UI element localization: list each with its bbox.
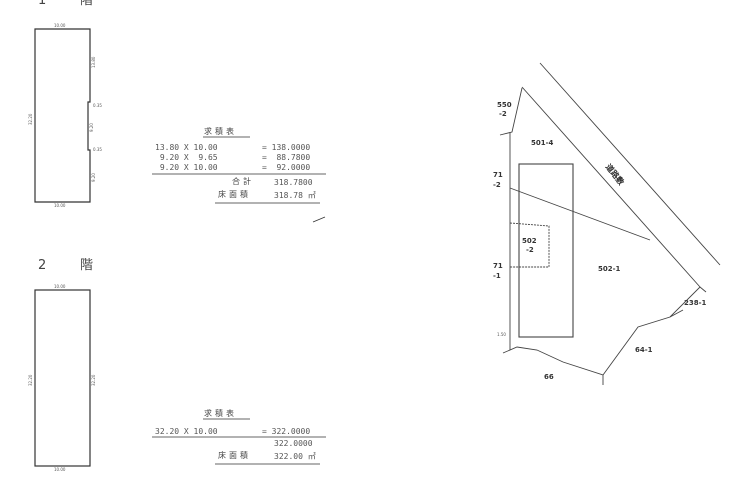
floor2-title-kanji: 階 <box>80 258 94 273</box>
floor-area-label: 床面積 <box>218 190 251 199</box>
floor1-outline <box>34 28 91 203</box>
floor1-dim-right-mid: 9.20 <box>89 123 94 132</box>
floor2-dim-left: 32.20 <box>28 374 33 386</box>
parcel-label: 502-1 <box>598 265 621 273</box>
table-row-expr: 9.20 X 9.65 <box>155 153 218 162</box>
site-plan <box>499 62 721 385</box>
floor1-title-number: 1 <box>38 0 47 8</box>
parcel-label: -2 <box>526 246 534 254</box>
total-label: 合計 <box>232 177 254 186</box>
table-title: 求積表 <box>204 127 237 136</box>
floor2-dim-bottom: 10.00 <box>54 467 66 472</box>
floor1-dim-left: 32.20 <box>28 113 33 125</box>
table-row-expr: 32.20 X 10.00 <box>155 427 218 436</box>
floor2-dim-right: 32.20 <box>91 374 96 386</box>
table-row-expr: 9.20 X 10.00 <box>155 163 218 172</box>
parcel-label: -2 <box>493 181 501 189</box>
floor2-title-number: 2 <box>38 258 47 273</box>
total-value: 322.0000 <box>274 439 313 448</box>
parcel-label: 66 <box>544 373 554 381</box>
table-row-result: = 88.7800 <box>262 153 311 162</box>
total-value: 318.7800 <box>274 178 313 187</box>
table-row-expr: 13.80 X 10.00 <box>155 143 218 152</box>
floor1-dim-notch2: 0.35 <box>93 147 102 152</box>
table-row-result: = 138.0000 <box>262 143 311 152</box>
parcel-label: 502 <box>522 237 537 245</box>
parcel-label: -1 <box>493 272 501 280</box>
floor1-dim-bottom: 10.00 <box>54 203 66 208</box>
floor-area-value: 322.00 ㎡ <box>274 452 316 461</box>
parcel-label: 501-4 <box>531 139 554 147</box>
floor1-title-kanji: 階 <box>80 0 94 8</box>
floor2-dim-top: 10.00 <box>54 284 66 289</box>
floor1-dim-top: 10.00 <box>54 23 66 28</box>
table-row-result: = 322.0000 <box>262 427 311 436</box>
parcel-label: 64-1 <box>635 346 653 354</box>
table-title: 求積表 <box>204 409 237 418</box>
floor-area-value: 318.78 ㎡ <box>274 191 316 200</box>
floor2-outline <box>34 289 91 467</box>
floor-area-label: 床面積 <box>218 451 251 460</box>
parcel-label: 71 <box>493 262 503 270</box>
offset-dimension: 1.50 <box>497 332 506 337</box>
table-row-result: = 92.0000 <box>262 163 311 172</box>
floor1-dim-right-lower: 9.20 <box>91 173 96 182</box>
floor1-dim-right-upper: 13.80 <box>91 56 96 68</box>
parcel-label: -2 <box>499 110 507 118</box>
parcel-label: 71 <box>493 171 503 179</box>
parcel-label: 550 <box>497 101 512 109</box>
floor1-dim-notch1: 0.35 <box>93 103 102 108</box>
parcel-label: 238-1 <box>684 299 707 307</box>
